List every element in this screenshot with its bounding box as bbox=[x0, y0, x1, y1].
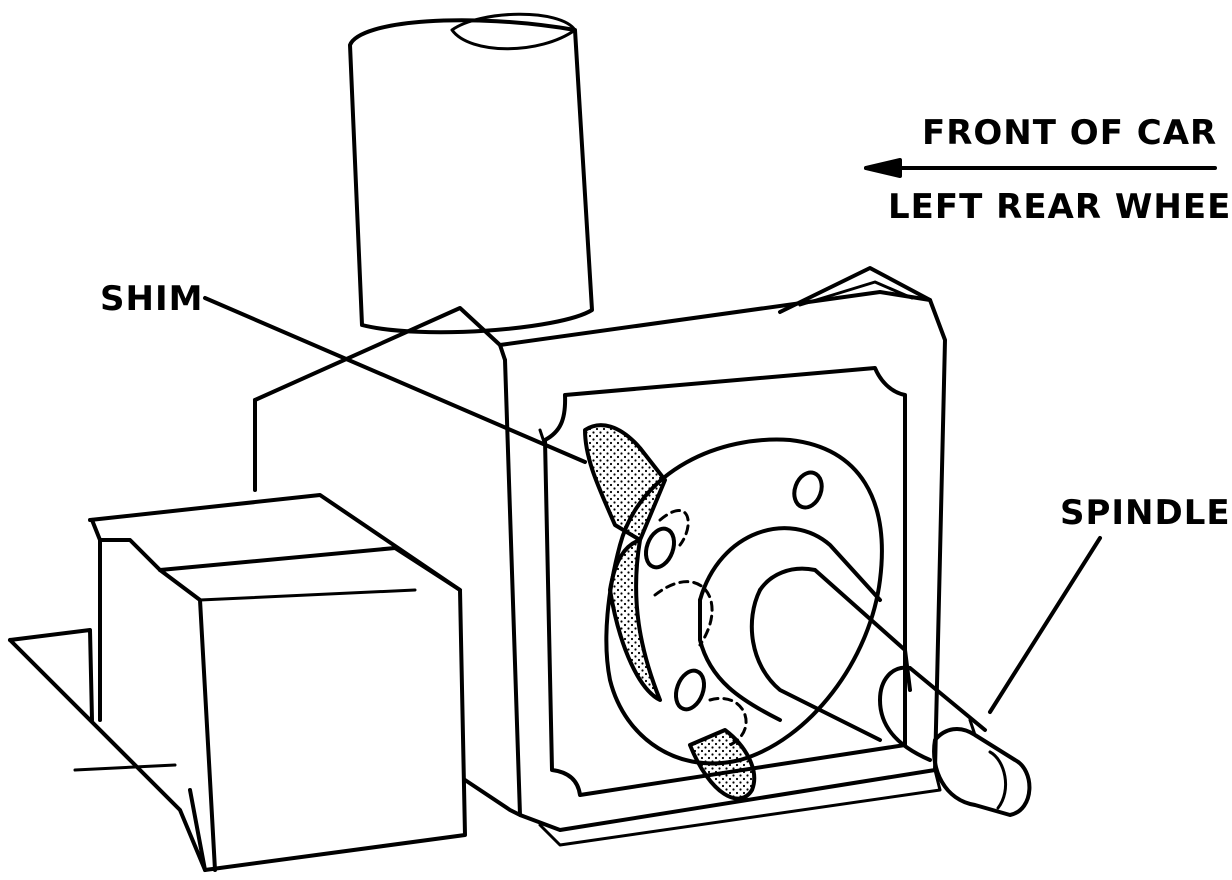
shim-label: SHIM bbox=[100, 279, 204, 319]
housing bbox=[253, 266, 947, 847]
arrow-left-icon bbox=[864, 158, 1217, 178]
tube bbox=[348, 12, 594, 335]
spindle-leader-line bbox=[988, 536, 1102, 714]
shim bbox=[583, 423, 757, 801]
spring-seat bbox=[8, 493, 522, 872]
shim-leader-line bbox=[203, 296, 587, 464]
hub-flange bbox=[604, 437, 884, 766]
spindle bbox=[698, 526, 1032, 817]
left-rear-wheel-label: LEFT REAR WHEEL bbox=[888, 187, 1232, 227]
spindle-label: SPINDLE bbox=[1060, 493, 1231, 533]
front-of-car-label: FRONT OF CAR bbox=[922, 113, 1218, 153]
